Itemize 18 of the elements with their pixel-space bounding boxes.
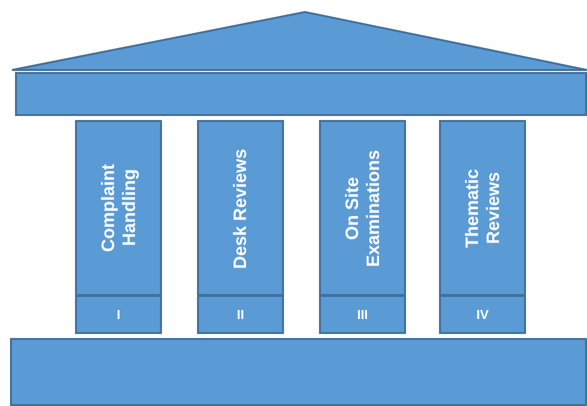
pillar-base (319, 295, 406, 334)
pillar (75, 120, 162, 296)
pillar-base (197, 295, 284, 334)
pillar-base (439, 295, 526, 334)
pillar-label: Desk Reviews (230, 146, 251, 270)
beam-bar (15, 72, 587, 116)
roman-numeral: II (236, 307, 244, 322)
pillar (439, 120, 526, 296)
roman-numeral: III (357, 307, 368, 322)
pillar-label: Complaint Handling (98, 163, 140, 254)
roman-numeral: I (116, 307, 120, 322)
roman-numeral: IV (476, 307, 489, 322)
pillar-base (75, 295, 162, 334)
pillar-label: On Site Examinations (342, 148, 384, 269)
pillar (319, 120, 406, 296)
pillar-label: Thematic Reviews (462, 167, 504, 250)
pillar (197, 120, 284, 296)
foundation-bar (10, 338, 587, 406)
